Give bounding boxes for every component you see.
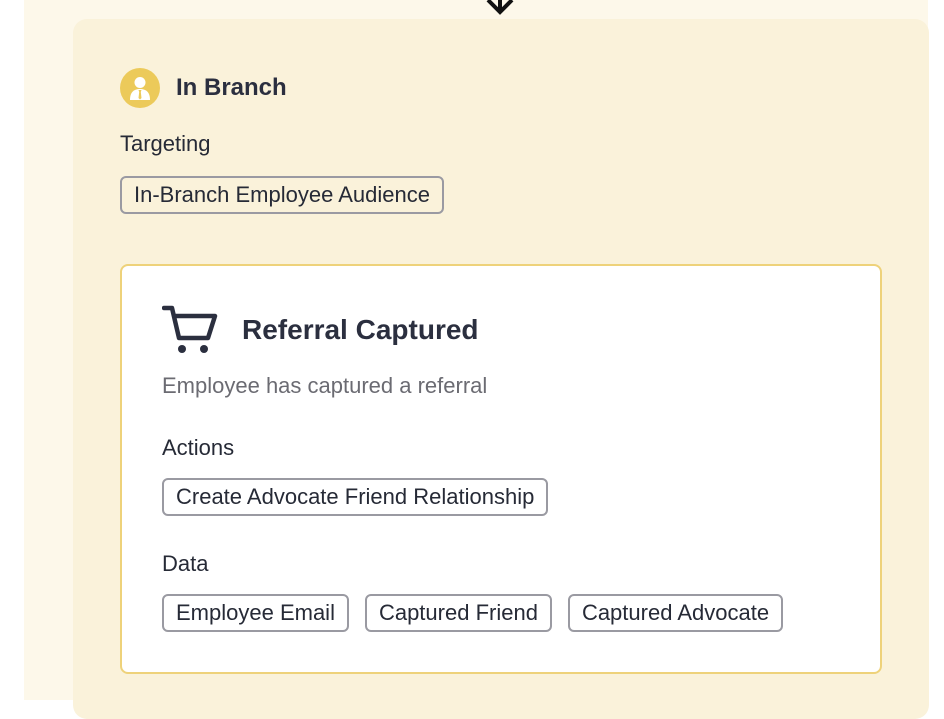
branch-card: In Branch Targeting In-Branch Employee A…: [73, 19, 929, 719]
employee-icon: [120, 68, 160, 108]
canvas-background: In Branch Targeting In-Branch Employee A…: [24, 0, 929, 719]
event-description: Employee has captured a referral: [162, 373, 488, 398]
actions-chip-list: Create Advocate Friend Relationship: [162, 478, 549, 516]
targeting-label: Targeting: [120, 131, 211, 156]
data-chip-list: Employee Email Captured Friend Captured …: [162, 594, 784, 632]
event-card[interactable]: Referral Captured Employee has captured …: [120, 264, 882, 674]
data-chip-captured-friend[interactable]: Captured Friend: [364, 594, 552, 632]
connector-arrow-icon: [486, 0, 514, 15]
data-label: Data: [162, 551, 209, 576]
data-chip-captured-advocate[interactable]: Captured Advocate: [567, 594, 784, 632]
shopping-cart-icon: [162, 305, 218, 353]
branch-header: In Branch: [120, 68, 287, 108]
audience-chip[interactable]: In-Branch Employee Audience: [120, 176, 444, 214]
action-chip[interactable]: Create Advocate Friend Relationship: [162, 478, 549, 516]
event-title: Referral Captured: [242, 314, 479, 345]
data-chip-employee-email[interactable]: Employee Email: [162, 594, 349, 632]
actions-label: Actions: [162, 435, 235, 460]
branch-title: In Branch: [176, 74, 287, 101]
